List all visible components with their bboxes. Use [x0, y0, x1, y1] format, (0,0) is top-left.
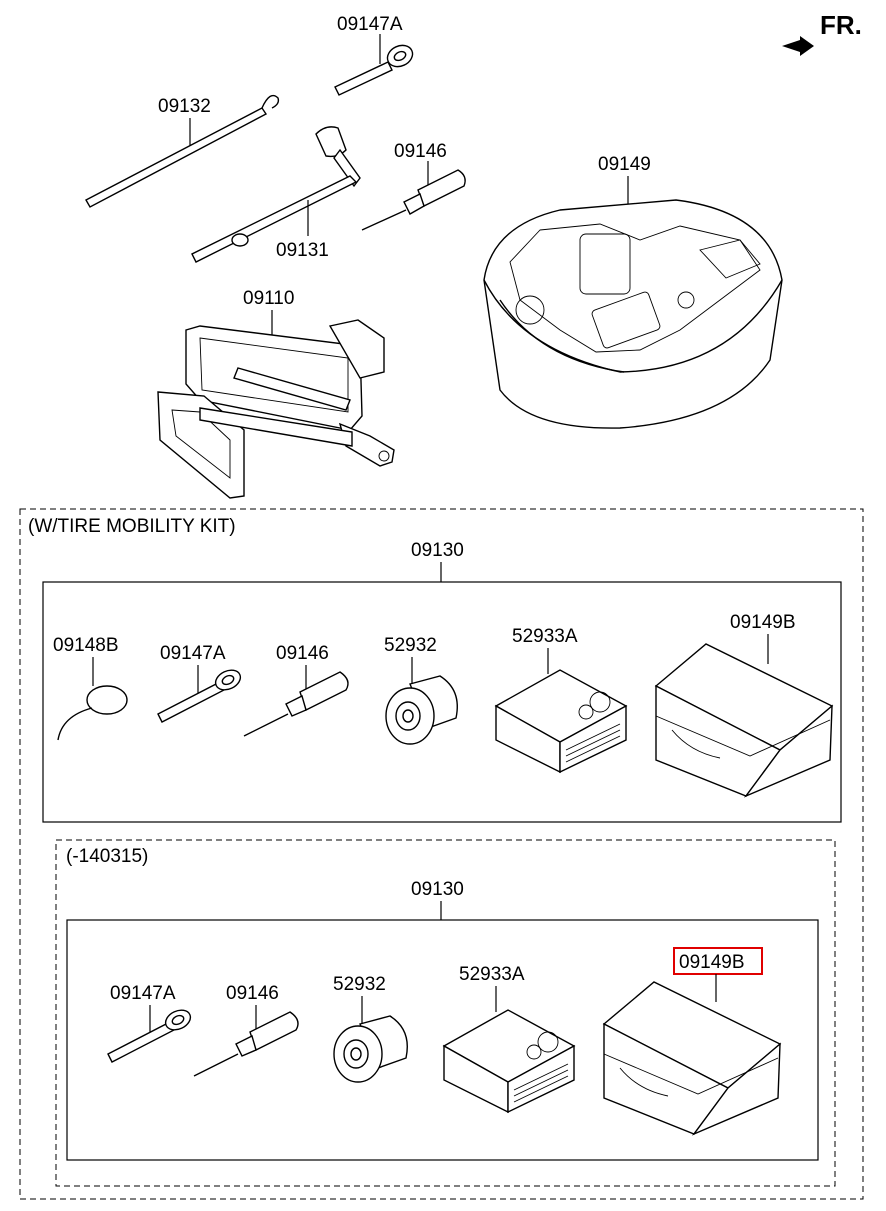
early-kit-header: (-140315): [66, 846, 148, 867]
highlight-box: [673, 947, 763, 975]
early-item-storage-case[interactable]: 09149B: [602, 947, 782, 1136]
part-label: 09110: [243, 288, 294, 309]
early-kit-label: 09130: [411, 879, 464, 900]
part-label: 09132: [158, 96, 211, 117]
front-direction-indicator: FR.: [782, 10, 862, 56]
early-item-compressor[interactable]: 52933A: [442, 964, 576, 1114]
early-item-screwdriver[interactable]: 09146: [193, 983, 299, 1077]
early-item-hook-wrench[interactable]: 09147A: [107, 983, 194, 1063]
kit-item-hook-wrench[interactable]: 09147A: [157, 643, 244, 723]
kit-item-valve-tool[interactable]: 09148B: [53, 635, 128, 741]
kit-item-compressor[interactable]: 52933A: [494, 626, 628, 774]
early-kit-section: [55, 839, 836, 1187]
part-jack-rod[interactable]: 09132: [85, 94, 280, 208]
part-hook-wrench-top[interactable]: 09147A: [334, 14, 416, 96]
item-label: 09146: [276, 643, 329, 664]
front-arrow-icon: [782, 36, 814, 56]
part-label: 09131: [276, 240, 329, 261]
item-label: 52932: [333, 974, 386, 995]
kit-item-screwdriver[interactable]: 09146: [243, 643, 349, 737]
kit-item-sealant-bottle[interactable]: 52932: [384, 635, 458, 745]
early-item-sealant-bottle[interactable]: 52932: [333, 974, 408, 1083]
kit-item-storage-case[interactable]: 09149B: [654, 612, 834, 798]
item-label: 52933A: [459, 964, 525, 985]
item-label: 09146: [226, 983, 279, 1004]
item-label: 09147A: [110, 983, 176, 1004]
mobility-kit-box: [42, 581, 842, 823]
part-label: 09149: [598, 154, 651, 175]
mobility-kit-section: [19, 508, 864, 1200]
front-direction-label: FR.: [820, 10, 862, 40]
item-label: 09149B: [730, 612, 796, 633]
item-label: 52932: [384, 635, 437, 656]
part-tool-tray[interactable]: 09149: [483, 154, 783, 429]
mobility-kit-header: (W/TIRE MOBILITY KIT): [28, 516, 236, 537]
part-label: 09147A: [337, 14, 403, 35]
item-label: 09149B: [679, 952, 745, 973]
part-label: 09146: [394, 141, 447, 162]
part-scissor-jack[interactable]: 09110: [157, 288, 395, 499]
early-kit-box: [66, 919, 819, 1161]
item-label: 09147A: [160, 643, 226, 664]
mobility-kit-label: 09130: [411, 540, 464, 561]
part-screwdriver-top[interactable]: 09146: [361, 141, 466, 231]
item-label: 52933A: [512, 626, 578, 647]
part-lug-wrench[interactable]: 09131: [191, 126, 361, 263]
item-label: 09148B: [53, 635, 119, 656]
